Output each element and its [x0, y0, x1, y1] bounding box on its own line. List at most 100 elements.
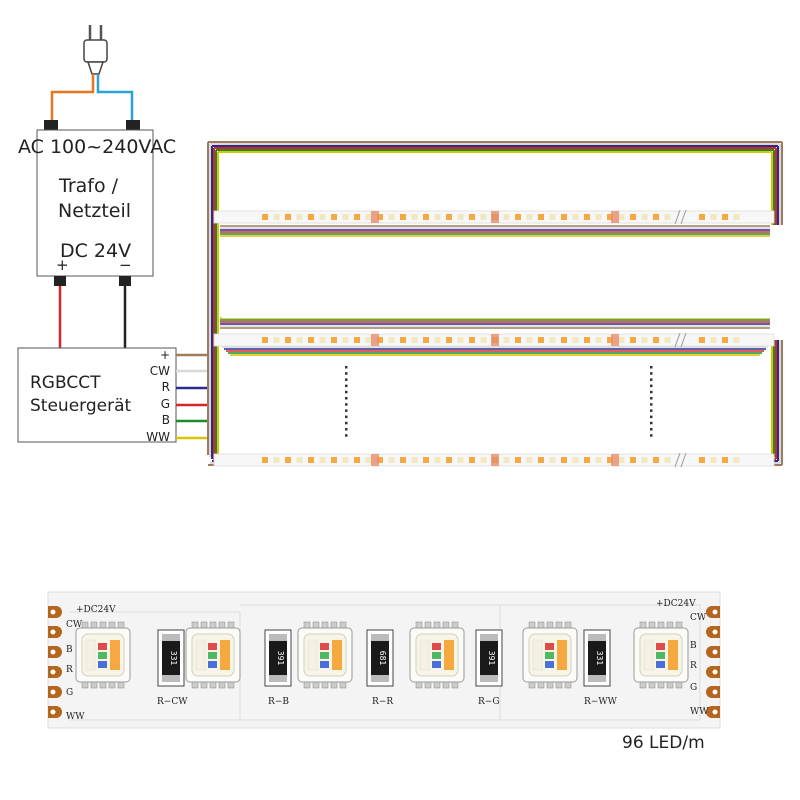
strip-led — [515, 214, 521, 220]
strip-led — [584, 337, 590, 343]
strip-led — [342, 457, 349, 463]
continuation-dot — [650, 372, 653, 375]
strip-led — [434, 457, 441, 463]
strip-led — [710, 337, 717, 343]
strip-led — [365, 337, 372, 343]
strip-led — [377, 337, 383, 343]
strip-led — [641, 214, 648, 220]
strip-led — [595, 457, 602, 463]
strip-led — [331, 457, 337, 463]
strip-led — [538, 214, 544, 220]
strip-led — [285, 214, 291, 220]
continuation-dot — [345, 372, 348, 375]
strip-led — [446, 337, 452, 343]
strip-led — [400, 337, 406, 343]
strip-led — [457, 337, 464, 343]
continuation-dot — [345, 434, 348, 437]
led-strip — [213, 452, 775, 468]
strip-led — [572, 214, 579, 220]
strip-led — [273, 457, 280, 463]
resistor-code: 681 — [378, 651, 387, 666]
strip-led — [296, 457, 303, 463]
resistor: 331 — [157, 629, 185, 687]
strip-led — [733, 214, 740, 220]
pad-hole — [50, 669, 56, 675]
strip-led — [618, 337, 625, 343]
pad-hole — [50, 609, 56, 615]
resistor-code: 331 — [169, 651, 178, 666]
segment-label: R−B — [268, 697, 289, 707]
pad-hole — [50, 709, 56, 715]
continuation-dot — [650, 415, 653, 419]
strip-led — [664, 337, 671, 343]
strip-led — [319, 337, 326, 343]
pad-label-left: WW — [66, 712, 85, 722]
strip-led — [411, 337, 418, 343]
strip-break — [674, 452, 681, 468]
strip-led — [388, 214, 395, 220]
pad-hole — [712, 609, 718, 615]
led-density-label: 96 LED/m — [622, 733, 705, 753]
strip-led — [733, 337, 740, 343]
strip-led — [296, 214, 303, 220]
closeup-led — [75, 621, 131, 689]
continuation-dot — [345, 421, 348, 425]
strip-led — [664, 214, 671, 220]
strip-led — [653, 337, 659, 343]
strip-led — [319, 457, 326, 463]
resistor-code: 391 — [487, 651, 496, 666]
strip-led — [618, 214, 625, 220]
closeup-led — [522, 621, 578, 689]
resistor: 391 — [264, 629, 292, 687]
strip-led — [377, 457, 383, 463]
continuation-dot — [345, 390, 348, 394]
strip-led — [641, 457, 648, 463]
cut-mark — [371, 454, 379, 466]
strip-led — [503, 214, 510, 220]
strip-led — [285, 337, 291, 343]
port-plus: + — [159, 348, 170, 362]
strip-led — [273, 337, 280, 343]
strip-led — [365, 457, 372, 463]
pad-label-right: R — [690, 661, 697, 671]
strip-break — [674, 332, 681, 348]
port-r: R — [161, 380, 170, 394]
strip-led — [515, 337, 521, 343]
pad-label-left: B — [66, 645, 73, 655]
cut-mark — [611, 454, 619, 466]
strip-led — [538, 337, 544, 343]
cut-mark — [491, 334, 499, 346]
strip-led — [423, 457, 429, 463]
led-strips — [213, 209, 775, 468]
strip-led — [561, 214, 567, 220]
segment-label: R−WW — [584, 697, 618, 707]
strip-led — [630, 457, 636, 463]
strip-led — [400, 457, 406, 463]
strip-led — [480, 457, 487, 463]
closeup-led — [297, 621, 353, 689]
strip-led — [653, 214, 659, 220]
psu-name-line2: Netzteil — [58, 200, 132, 222]
controller-name-line1: RGBCCT — [30, 373, 101, 393]
strip-led — [630, 214, 636, 220]
segment-label: R−CW — [157, 697, 188, 707]
strip-led — [584, 457, 590, 463]
psu-minus-symbol: − — [119, 256, 132, 274]
continuation-dot — [650, 403, 653, 406]
strip-led — [262, 457, 268, 463]
pad-label-left: G — [66, 688, 73, 698]
strip-led — [722, 214, 728, 220]
segment-label: R−G — [478, 697, 500, 707]
strip-led — [503, 457, 510, 463]
pad-label-right: WW — [690, 707, 709, 717]
strip-led — [595, 214, 602, 220]
psu-name-line1: Trafo / — [59, 175, 119, 197]
wire-bundle — [207, 141, 783, 466]
strip-led — [469, 214, 475, 220]
strip-led — [434, 214, 441, 220]
dc-output-label: DC 24V — [60, 240, 132, 262]
strip-led — [262, 214, 268, 220]
strip-led — [457, 214, 464, 220]
strip-led — [342, 337, 349, 343]
closeup-led — [185, 621, 241, 689]
